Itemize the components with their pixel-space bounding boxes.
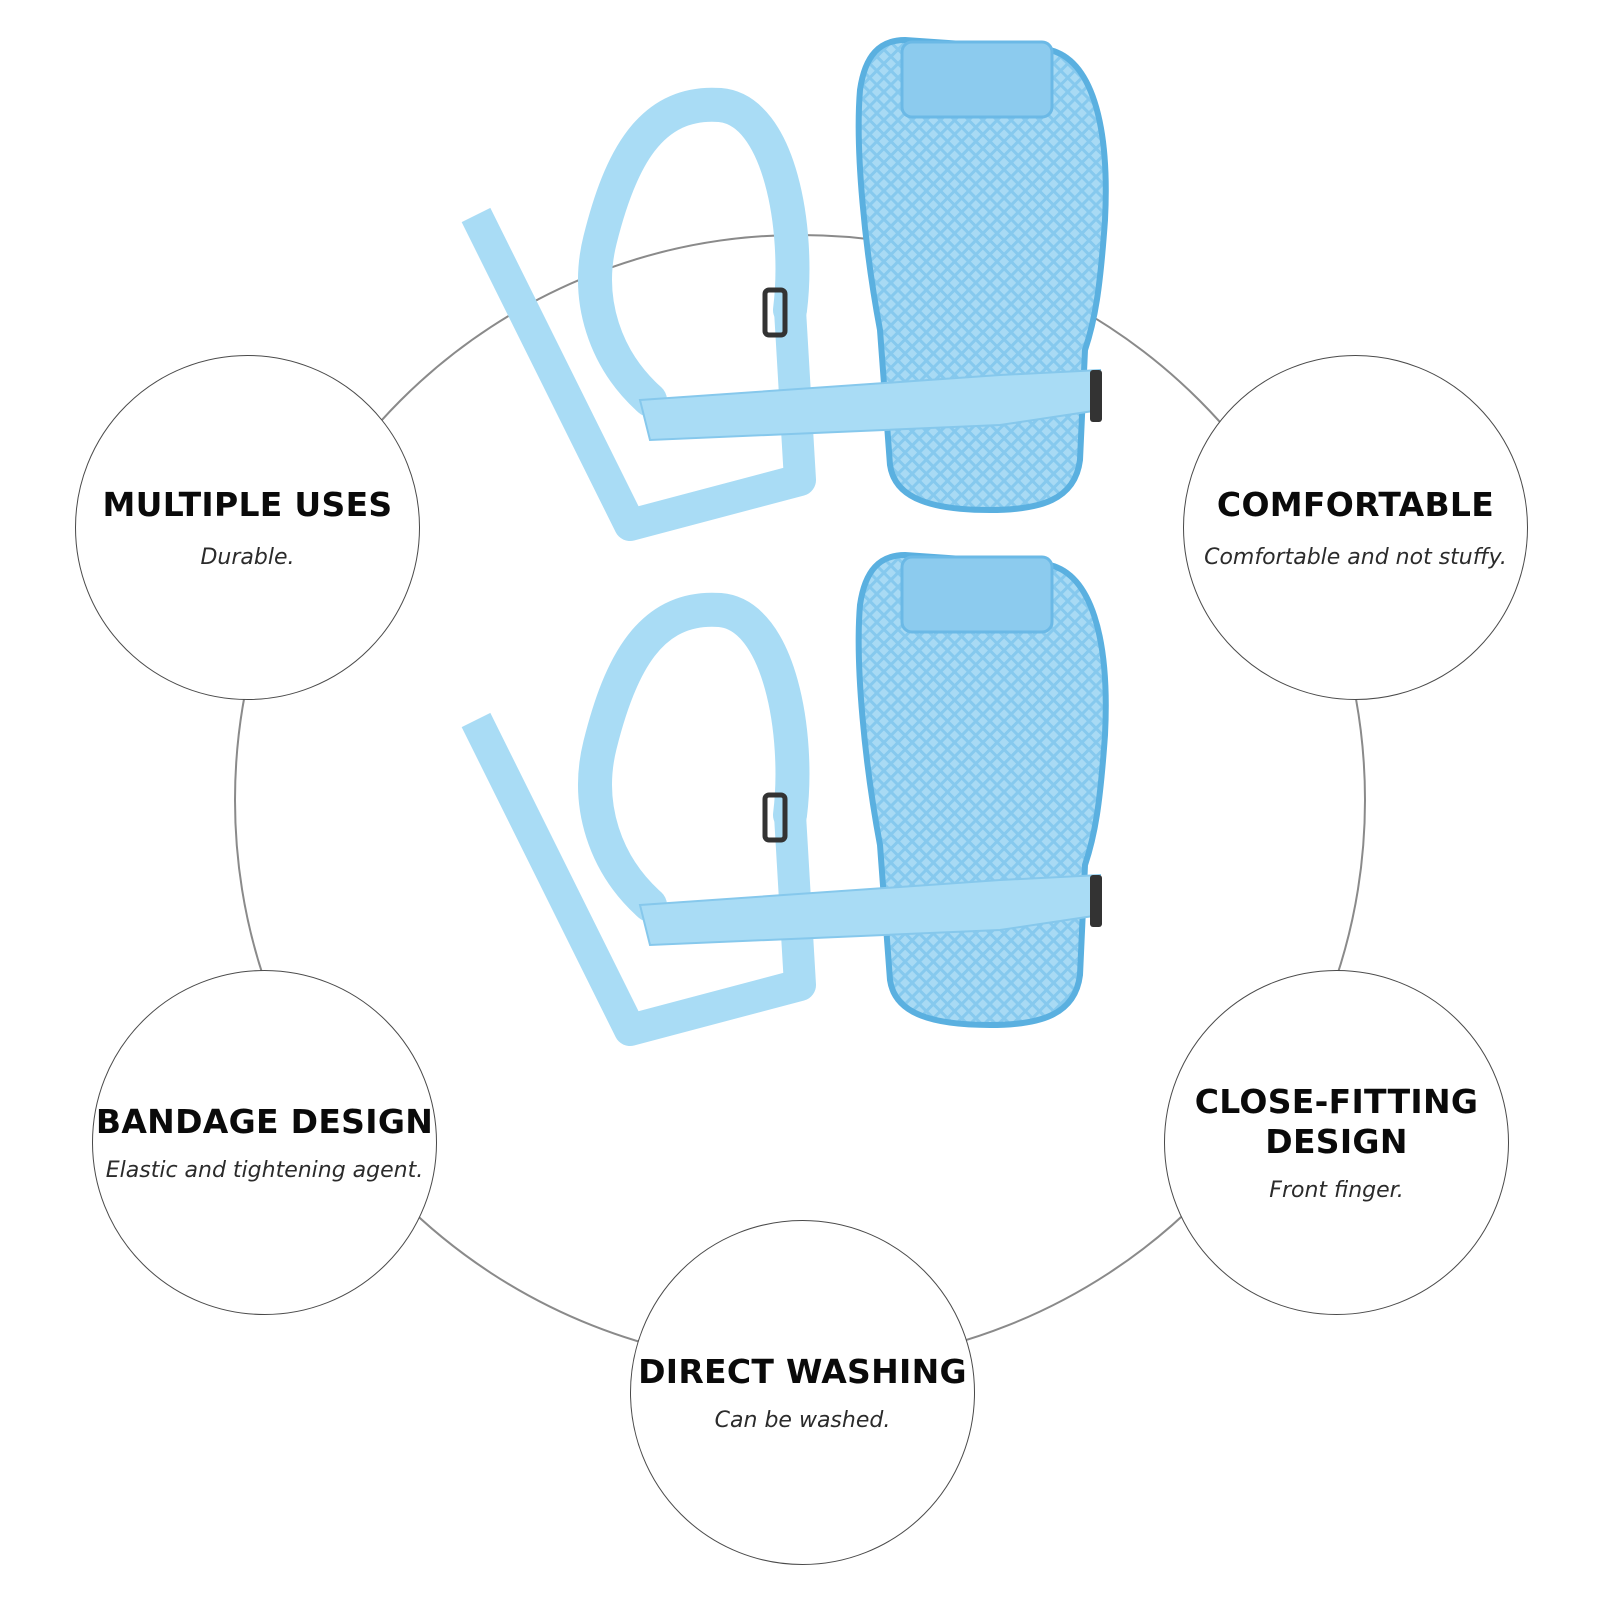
feature-title: COMFORTABLE — [1216, 485, 1495, 524]
strap-loop — [578, 592, 810, 922]
feature-close-fitting-design: CLOSE-FITTING DESIGN Front finger. — [1164, 970, 1509, 1315]
feature-description: Durable. — [200, 545, 295, 570]
feature-title: CLOSE-FITTING DESIGN — [1194, 1082, 1479, 1161]
feature-bandage-design: BANDAGE DESIGN Elastic and tightening ag… — [92, 970, 437, 1315]
feature-title: BANDAGE DESIGN — [95, 1102, 434, 1141]
feature-title: MULTIPLE USES — [102, 485, 393, 524]
buckle — [1090, 875, 1102, 927]
cuff-flap — [900, 40, 1054, 119]
hand-restraint-mitt-top — [461, 36, 1109, 541]
slider-buckle — [762, 287, 788, 338]
hand-restraint-mitt-bottom — [461, 551, 1109, 1046]
feature-title: DIRECT WASHING — [638, 1352, 967, 1391]
feature-comfortable: COMFORTABLE Comfortable and not stuffy. — [1183, 355, 1528, 700]
feature-description: Elastic and tightening agent. — [105, 1158, 424, 1183]
feature-description: Comfortable and not stuffy. — [1204, 545, 1507, 570]
buckle — [1090, 370, 1102, 422]
cuff-flap — [900, 555, 1054, 634]
feature-direct-washing: DIRECT WASHING Can be washed. — [630, 1220, 975, 1565]
feature-multiple-uses: MULTIPLE USES Durable. — [75, 355, 420, 700]
feature-description: Can be washed. — [714, 1408, 891, 1433]
slider-buckle — [762, 792, 788, 843]
strap-loop — [578, 87, 810, 417]
feature-description: Front finger. — [1269, 1178, 1404, 1203]
